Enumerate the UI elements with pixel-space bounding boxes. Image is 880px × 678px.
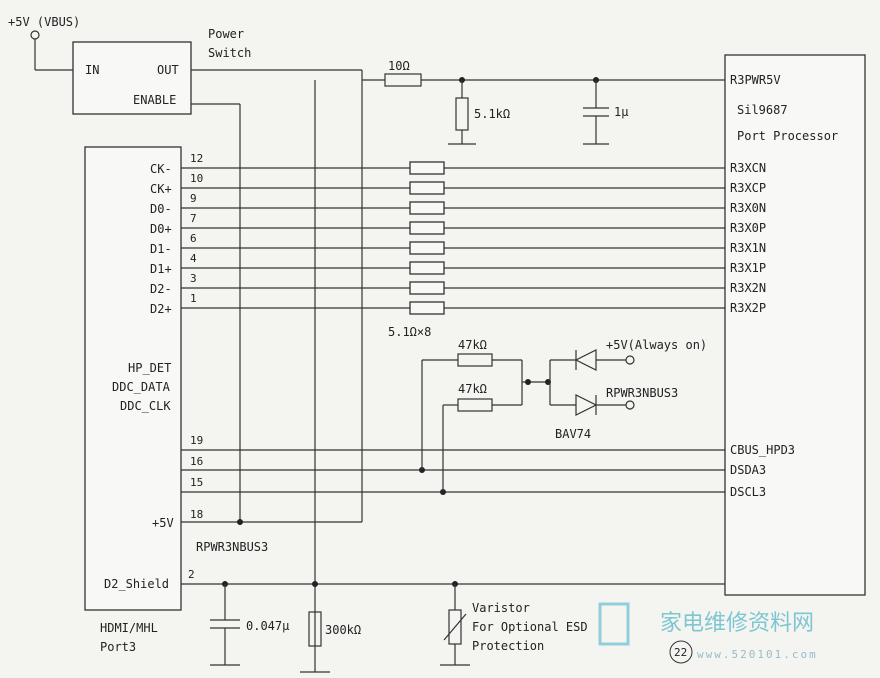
resistor-47k-a [457, 353, 493, 367]
watermark-badge: 22 [674, 646, 687, 659]
resistor-47k-b-label: 47kΩ [458, 382, 487, 396]
pin-2: 2 [188, 568, 195, 581]
svg-text:R3X0N: R3X0N [730, 201, 766, 215]
svg-text:R3X2N: R3X2N [730, 281, 766, 295]
svg-text:D2+: D2+ [150, 302, 172, 316]
power-switch-title-2: Switch [208, 46, 251, 60]
resistor-5k1 [455, 97, 469, 131]
processor-pins: R3PWR5V R3XCN R3XCP R3X0N R3X0P R3X1N R3… [730, 73, 795, 499]
svg-text:CK-: CK- [150, 162, 172, 176]
hp-det-label: HP_DET [128, 361, 171, 375]
svg-text:R3XCN: R3XCN [730, 161, 766, 175]
svg-text:D1-: D1- [150, 242, 172, 256]
ddc-data-label: DDC_DATA [112, 380, 171, 394]
svg-text:12: 12 [190, 152, 203, 165]
resistor-47k-a-label: 47kΩ [458, 338, 487, 352]
varistor-label-3: Protection [472, 639, 544, 653]
power-switch-title-1: Power [208, 27, 244, 41]
ddc-clk-label: DDC_CLK [120, 399, 171, 413]
pin-15: 15 [190, 476, 203, 489]
svg-text:D0+: D0+ [150, 222, 172, 236]
svg-text:R3X0P: R3X0P [730, 221, 766, 235]
resistor-47k-b [457, 398, 493, 412]
processor-name-1: Sil9687 [737, 103, 788, 117]
svg-text:4: 4 [190, 252, 197, 265]
diode-part-label: BAV74 [555, 427, 591, 441]
resistor-10ohm [384, 73, 422, 87]
svg-text:D1+: D1+ [150, 262, 172, 276]
resistor-10ohm-label: 10Ω [388, 59, 410, 73]
svg-text:D0-: D0- [150, 202, 172, 216]
svg-text:DSDA3: DSDA3 [730, 463, 766, 477]
resistor-5k1-label: 5.1kΩ [474, 107, 510, 121]
svg-text:7: 7 [190, 212, 197, 225]
svg-text:CBUS_HPD3: CBUS_HPD3 [730, 443, 795, 457]
svg-text:10: 10 [190, 172, 203, 185]
cap-shield-label: 0.047μ [246, 619, 289, 633]
svg-text:6: 6 [190, 232, 197, 245]
tmds-lines [181, 161, 725, 315]
series-resistor-label: 5.1Ω×8 [388, 325, 431, 339]
port-processor-box [724, 54, 866, 596]
pin-16: 16 [190, 455, 203, 468]
pin-19: 19 [190, 434, 203, 447]
pin-out-label: OUT [157, 63, 179, 77]
connector-name-2: Port3 [100, 640, 136, 654]
svg-text:R3XCP: R3XCP [730, 181, 766, 195]
svg-text:R3X1P: R3X1P [730, 261, 766, 275]
svg-text:3: 3 [190, 272, 197, 285]
resistor-300k [308, 611, 322, 647]
pin-18: 18 [190, 508, 203, 521]
cap-1u-label: 1μ [614, 105, 628, 119]
shield-label: D2_Shield [104, 577, 169, 591]
diode-bottom-net-label: RPWR3NBUS3 [606, 386, 678, 400]
connector-pin-numbers: 12 10 9 7 6 4 3 1 [190, 152, 203, 305]
connector-name-1: HDMI/MHL [100, 621, 158, 635]
svg-text:D2-: D2- [150, 282, 172, 296]
power-switch-box [72, 41, 192, 115]
diode-top [574, 349, 597, 371]
vcc-label: +5V [152, 516, 174, 530]
svg-text:R3X2P: R3X2P [730, 301, 766, 315]
resistor-300k-label: 300kΩ [325, 623, 361, 637]
vbus-net-label: RPWR3NBUS3 [196, 540, 268, 554]
svg-text:CK+: CK+ [150, 182, 172, 196]
vbus-terminal [30, 30, 40, 40]
svg-text:R3X1N: R3X1N [730, 241, 766, 255]
vbus-label: +5V (VBUS) [8, 15, 80, 29]
varistor-label-2: For Optional ESD [472, 620, 588, 634]
pin-in-label: IN [85, 63, 99, 77]
svg-text:9: 9 [190, 192, 197, 205]
connector-pin-labels: CK- CK+ D0- D0+ D1- D1+ D2- D2+ [150, 162, 172, 316]
processor-name-2: Port Processor [737, 129, 838, 143]
diode-bottom [575, 394, 598, 416]
svg-text:R3PWR5V: R3PWR5V [730, 73, 781, 87]
diode-top-net-label: +5V(Always on) [606, 338, 707, 352]
varistor-label-1: Varistor [472, 601, 530, 615]
watermark: 家电维修资料网 22 www.520101.com [598, 602, 818, 664]
svg-text:1: 1 [190, 292, 197, 305]
watermark-text: 家电维修资料网 [660, 611, 814, 636]
pin-enable-label: ENABLE [133, 93, 176, 107]
watermark-url: www.520101.com [697, 648, 818, 661]
svg-text:DSCL3: DSCL3 [730, 485, 766, 499]
hdmi-connector-box [84, 146, 182, 611]
